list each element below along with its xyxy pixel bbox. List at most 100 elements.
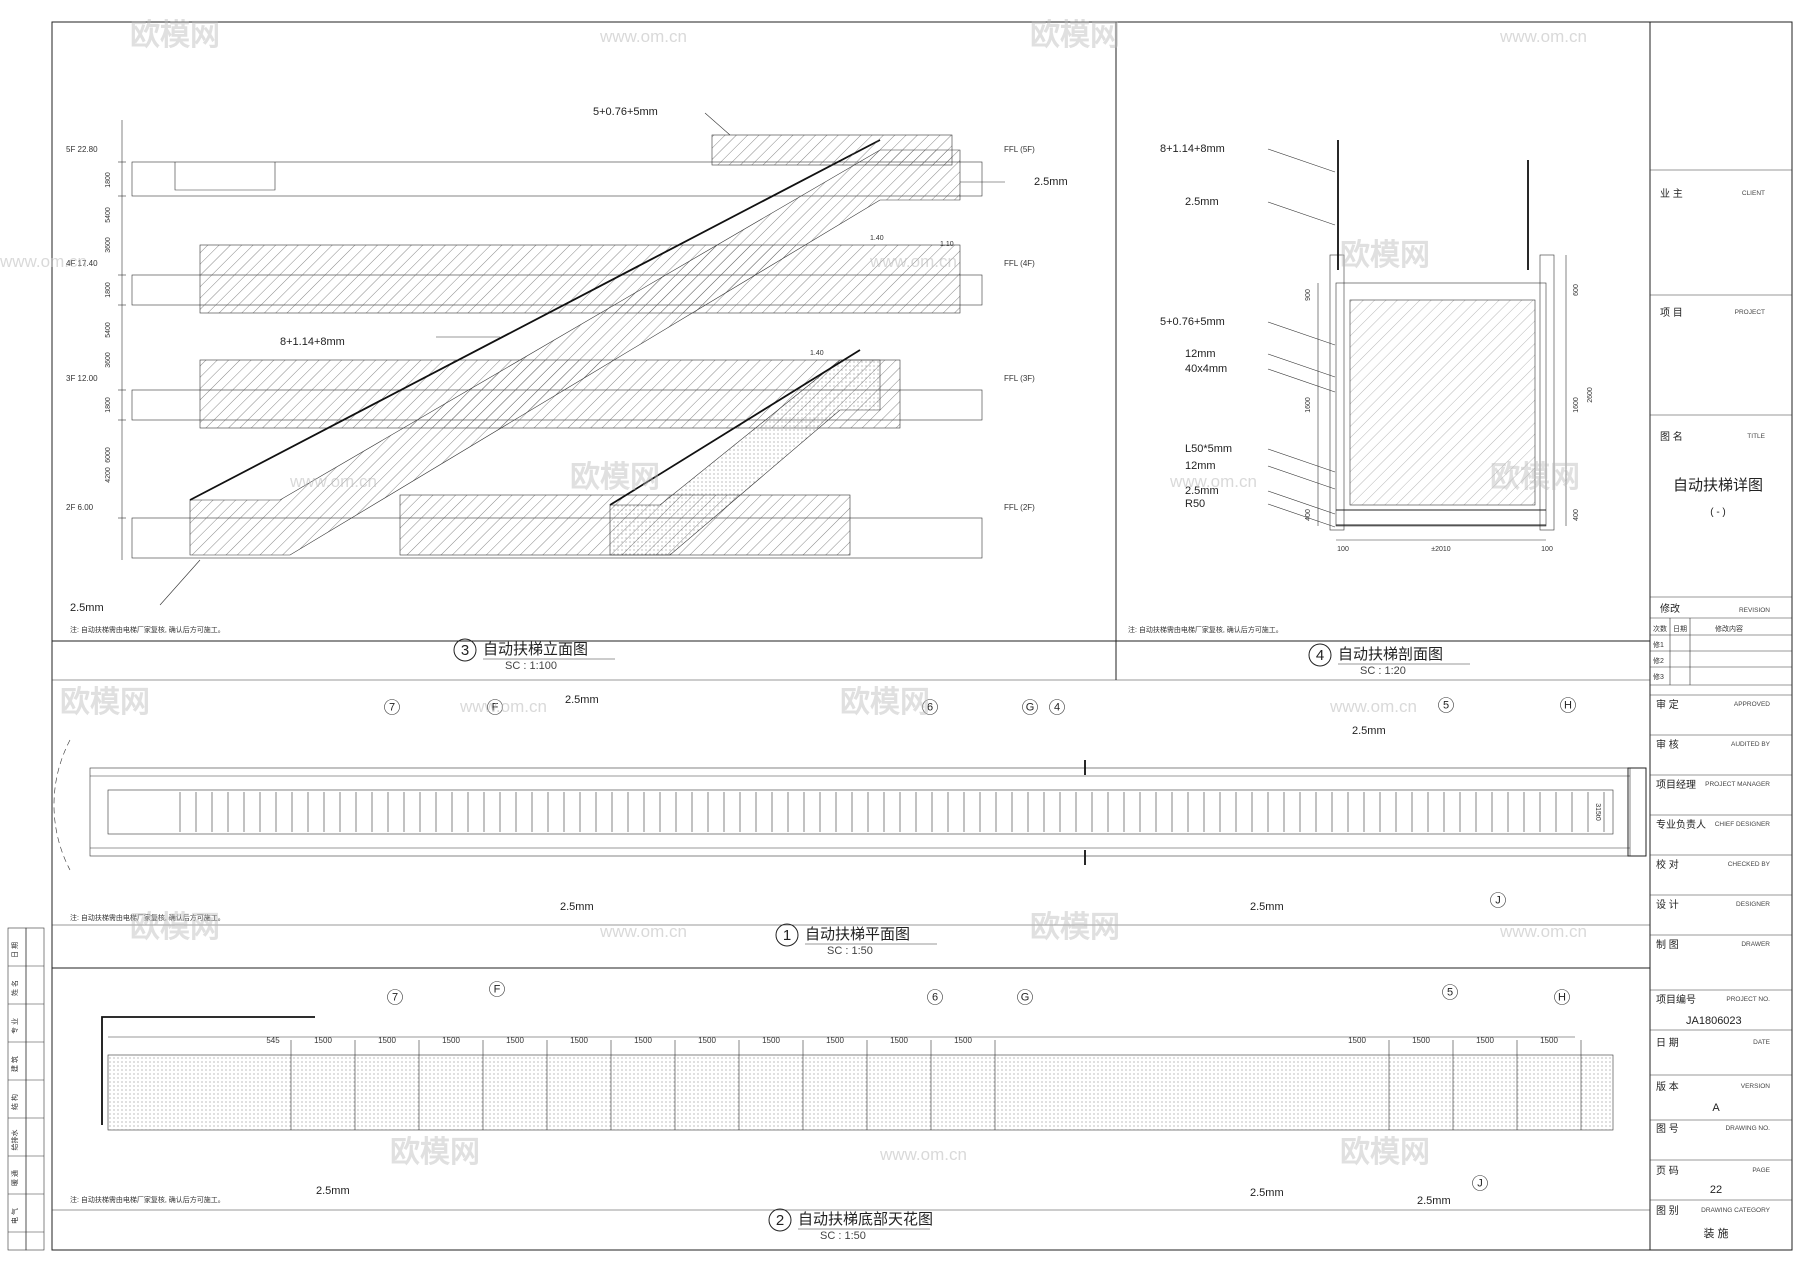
tb-person-en-0: APPROVED [1734,701,1770,708]
ceiling-grid-5-circle [1442,984,1458,1000]
tb-row-en-1: PROJECT [1735,309,1765,316]
plan-grid-6-circle [922,699,938,715]
tb-revision-col-0: 次数 [1653,624,1667,633]
tb-category-en: DRAWING CATEGORY [1701,1207,1771,1214]
tb-revision-row-2: 修3 [1653,672,1664,681]
section-view-number: 4 [1316,647,1324,664]
section-leader-0 [1267,148,1336,173]
elevation-dim-110: 1.10 [940,241,954,248]
section-view-scale: SC : 1:20 [1360,665,1406,677]
section-dim-bottom-2: 100 [1541,546,1553,553]
ceiling-grid-G-circle [1017,989,1033,1005]
section-dim-right-0: 600 [1573,284,1580,296]
plan-grid-7-circle [384,699,400,715]
tb-category-value: 装 施 [1703,1227,1728,1240]
elevation-level-1: 4F 17.40 [66,259,98,268]
section-note: 注: 自动扶梯需由电梯厂家复核, 确认后方可施工。 [1128,625,1283,634]
tb-revision-en: REVISION [1739,607,1770,614]
tb-person-en-1: AUDITED BY [1731,741,1771,748]
section-leader-4 [1267,368,1336,393]
tb-revision-col-1: 日期 [1673,625,1687,633]
tb-version-en: VERSION [1741,1083,1771,1090]
section-leader-8 [1267,503,1336,528]
plan-label-1: 2.5mm [560,901,594,913]
section-dim-right-1: 1600 [1573,397,1580,413]
left-strip-label: 姓 名 [10,980,19,996]
section-view-title: 自动扶梯剖面图 [1338,646,1443,663]
ceiling-segment-7: 1500 [698,1036,716,1045]
tb-revision-cn: 修改 [1660,602,1680,615]
plan-grid-7: 7 [389,702,395,714]
ceiling-label-1: 2.5mm [1250,1187,1284,1199]
tb-row-en-0: CLIENT [1742,190,1765,197]
section-dim-left-2: 400 [1305,509,1312,521]
plan-grid-J-circle [1490,892,1506,908]
tb-person-cn-5: 设 计 [1656,898,1679,911]
tb-person-en-4: CHECKED BY [1728,861,1771,868]
plan-note: 注: 自动扶梯需由电梯厂家复核, 确认后方可施工。 [70,913,225,922]
section-leader-6 [1267,465,1336,490]
section-label-4: 40x4mm [1185,363,1227,375]
ceiling-segment-9: 1500 [826,1036,844,1045]
section-label-3: 12mm [1185,348,1216,360]
section-label-2: 5+0.76+5mm [1160,316,1225,328]
plan-label-2: 2.5mm [1352,725,1386,737]
plan-grid-H-circle [1560,697,1576,713]
elevation-ffl-2: FFL (3F) [1004,374,1035,383]
watermark-url: www.om.cn [1169,472,1257,491]
watermark-url: www.om.cn [879,1145,967,1164]
tb-drawing-no-cn: 图 号 [1656,1123,1679,1135]
ceiling-grid-7-circle [387,989,403,1005]
watermark-url: www.om.cn [289,472,377,491]
elevation-dim-0: 1800 [105,172,112,188]
left-strip-label: 建 筑 [10,1056,19,1072]
tb-page-value: 22 [1710,1184,1722,1196]
watermark-url: www.om.cn [1499,27,1587,46]
section-leader-7 [1267,490,1336,515]
watermark-brand: 欧模网 [1490,461,1580,494]
tb-row-cn-0: 业 主 [1660,188,1683,200]
plan-grid-6: 6 [927,702,933,714]
ceiling-view-number-circle [768,1208,792,1232]
tb-drawing-sub: ( - ) [1710,507,1726,518]
watermark-url: www.om.cn [599,922,687,941]
section-label-6: 12mm [1185,460,1216,472]
elevation-dim-8: 4200 [105,467,112,483]
elevation-ffl-1: FFL (4F) [1004,259,1035,268]
watermark-brand: 欧模网 [130,19,220,52]
ceiling-segment-5: 1500 [570,1036,588,1045]
section-view-number-circle [1308,643,1332,667]
watermark-brand: 欧模网 [840,686,930,719]
elevation-note: 注: 自动扶梯需由电梯厂家复核, 确认后方可施工。 [70,625,225,634]
ceiling-label-0: 2.5mm [316,1185,350,1197]
plan-label-0: 2.5mm [565,694,599,706]
ceiling-grid-J: J [1477,1178,1483,1190]
ceiling-segment-0: 545 [266,1036,280,1045]
section-dim-left-0: 900 [1305,289,1312,301]
ceiling-segment-4: 1500 [506,1036,524,1045]
elevation-view-scale: SC : 1:100 [505,660,557,672]
plan-grid-4-circle [1049,699,1065,715]
ceiling-label-2: 2.5mm [1417,1195,1451,1207]
ceiling-segment-11: 1500 [954,1036,972,1045]
section-dim-right-2: 2600 [1587,387,1594,403]
tb-drawing-no-en: DRAWING NO. [1725,1125,1770,1132]
tb-person-en-3: CHIEF DESIGNER [1715,821,1771,828]
tb-person-en-5: DESIGNER [1736,901,1770,908]
elevation-dim-2: 3600 [105,237,112,253]
left-strip-label: 给排水 [10,1130,19,1151]
ceiling-grid-6-circle [927,989,943,1005]
elevation-view-number-circle [453,638,477,662]
plan-view-number: 1 [783,927,791,944]
ceiling-segment-2: 1500 [378,1036,396,1045]
tb-person-cn-4: 校 对 [1656,858,1679,871]
left-strip-label: 暖 通 [10,1170,19,1186]
elevation-level-2: 3F 12.00 [66,374,98,383]
ceiling-segment-3: 1500 [442,1036,460,1045]
section-view: 8+1.14+8mm2.5mm5+0.76+5mm12mm40x4mmL50*5… [1128,140,1594,677]
ceiling-segment-14: 1500 [1476,1036,1494,1045]
elevation-steel-right-label: 2.5mm [1034,176,1068,188]
section-dim-bottom-0: 100 [1337,546,1349,553]
tb-row-cn-1: 项 目 [1660,307,1683,319]
